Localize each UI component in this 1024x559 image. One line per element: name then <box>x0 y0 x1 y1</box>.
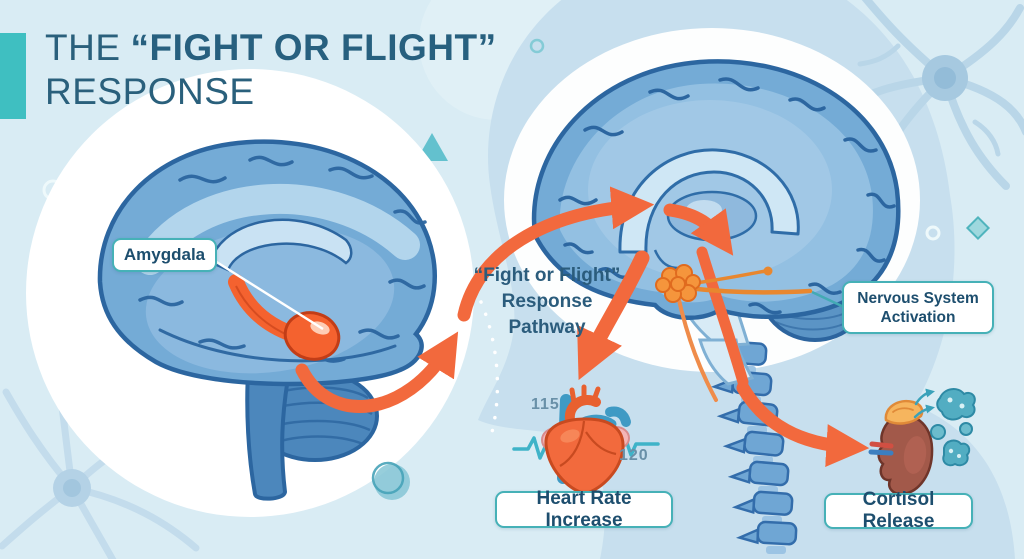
bubble-decoration <box>371 461 405 495</box>
nervous-system-callout-line: Activation <box>880 308 956 326</box>
nervous-label-connector-line <box>811 290 847 310</box>
title-accent-bar <box>0 33 26 119</box>
nervous-system-callout-line: Nervous System <box>857 289 979 307</box>
diamond-decoration <box>965 215 991 241</box>
cortisol-callout-label: Cortisol Release <box>862 489 935 532</box>
bubble-decoration <box>374 464 410 500</box>
title-the: THE <box>45 27 121 68</box>
heart-icon <box>541 384 631 496</box>
cortisol-molecule-icon <box>913 388 976 467</box>
heart-rate-callout: Heart Rate Increase <box>495 488 673 531</box>
nervous-system-callout: Nervous System Activation <box>842 281 994 334</box>
arrow-amygdala-to-pathway <box>295 331 459 413</box>
brainstem-icon <box>245 369 291 501</box>
cortisol-release-icon <box>868 388 976 496</box>
pathway-caption: “Fight or Flight” Response Pathway <box>447 263 647 341</box>
mid-brain-illustration <box>531 59 901 554</box>
neuron-icon <box>844 0 1024 190</box>
pathway-caption-line: Pathway <box>508 317 586 338</box>
title-emphasis: “FIGHT OR FLIGHT” <box>130 27 497 68</box>
heart-rate-icon <box>512 384 660 496</box>
arrow-to-heart <box>577 250 650 381</box>
nerve-ganglion-icon <box>655 264 813 303</box>
arrow-pathway-to-brain <box>457 186 655 322</box>
adrenal-gland-icon <box>884 399 924 425</box>
pathway-caption-line: “Fight or Flight” <box>473 265 621 286</box>
page-title: THE“FIGHT OR FLIGHT” RESPONSE <box>45 26 497 114</box>
amygdala-callout: Amygdala <box>112 238 217 272</box>
arrow-spine-to-kidney <box>736 381 870 467</box>
heart-rate-callout-label: Heart Rate Increase <box>536 487 632 531</box>
ring-decoration <box>925 225 941 241</box>
amygdala-pointer-line <box>214 259 324 331</box>
amygdala-callout-label: Amygdala <box>123 245 206 264</box>
nerve-signal-stripe <box>696 246 749 388</box>
heart-rate-reading-bottom: 120 <box>619 447 649 464</box>
kidney-icon <box>868 414 934 496</box>
gyri-lines <box>558 77 896 315</box>
ring-decoration <box>529 38 545 54</box>
heart-rate-reading-top: 115 <box>531 396 560 413</box>
title-line2: RESPONSE <box>45 71 255 112</box>
cortisol-callout: Cortisol Release <box>824 489 973 532</box>
arrow-brain-to-brainstem <box>663 203 734 256</box>
pathway-caption-line: Response <box>501 291 593 312</box>
pathway-arrows <box>295 186 870 467</box>
